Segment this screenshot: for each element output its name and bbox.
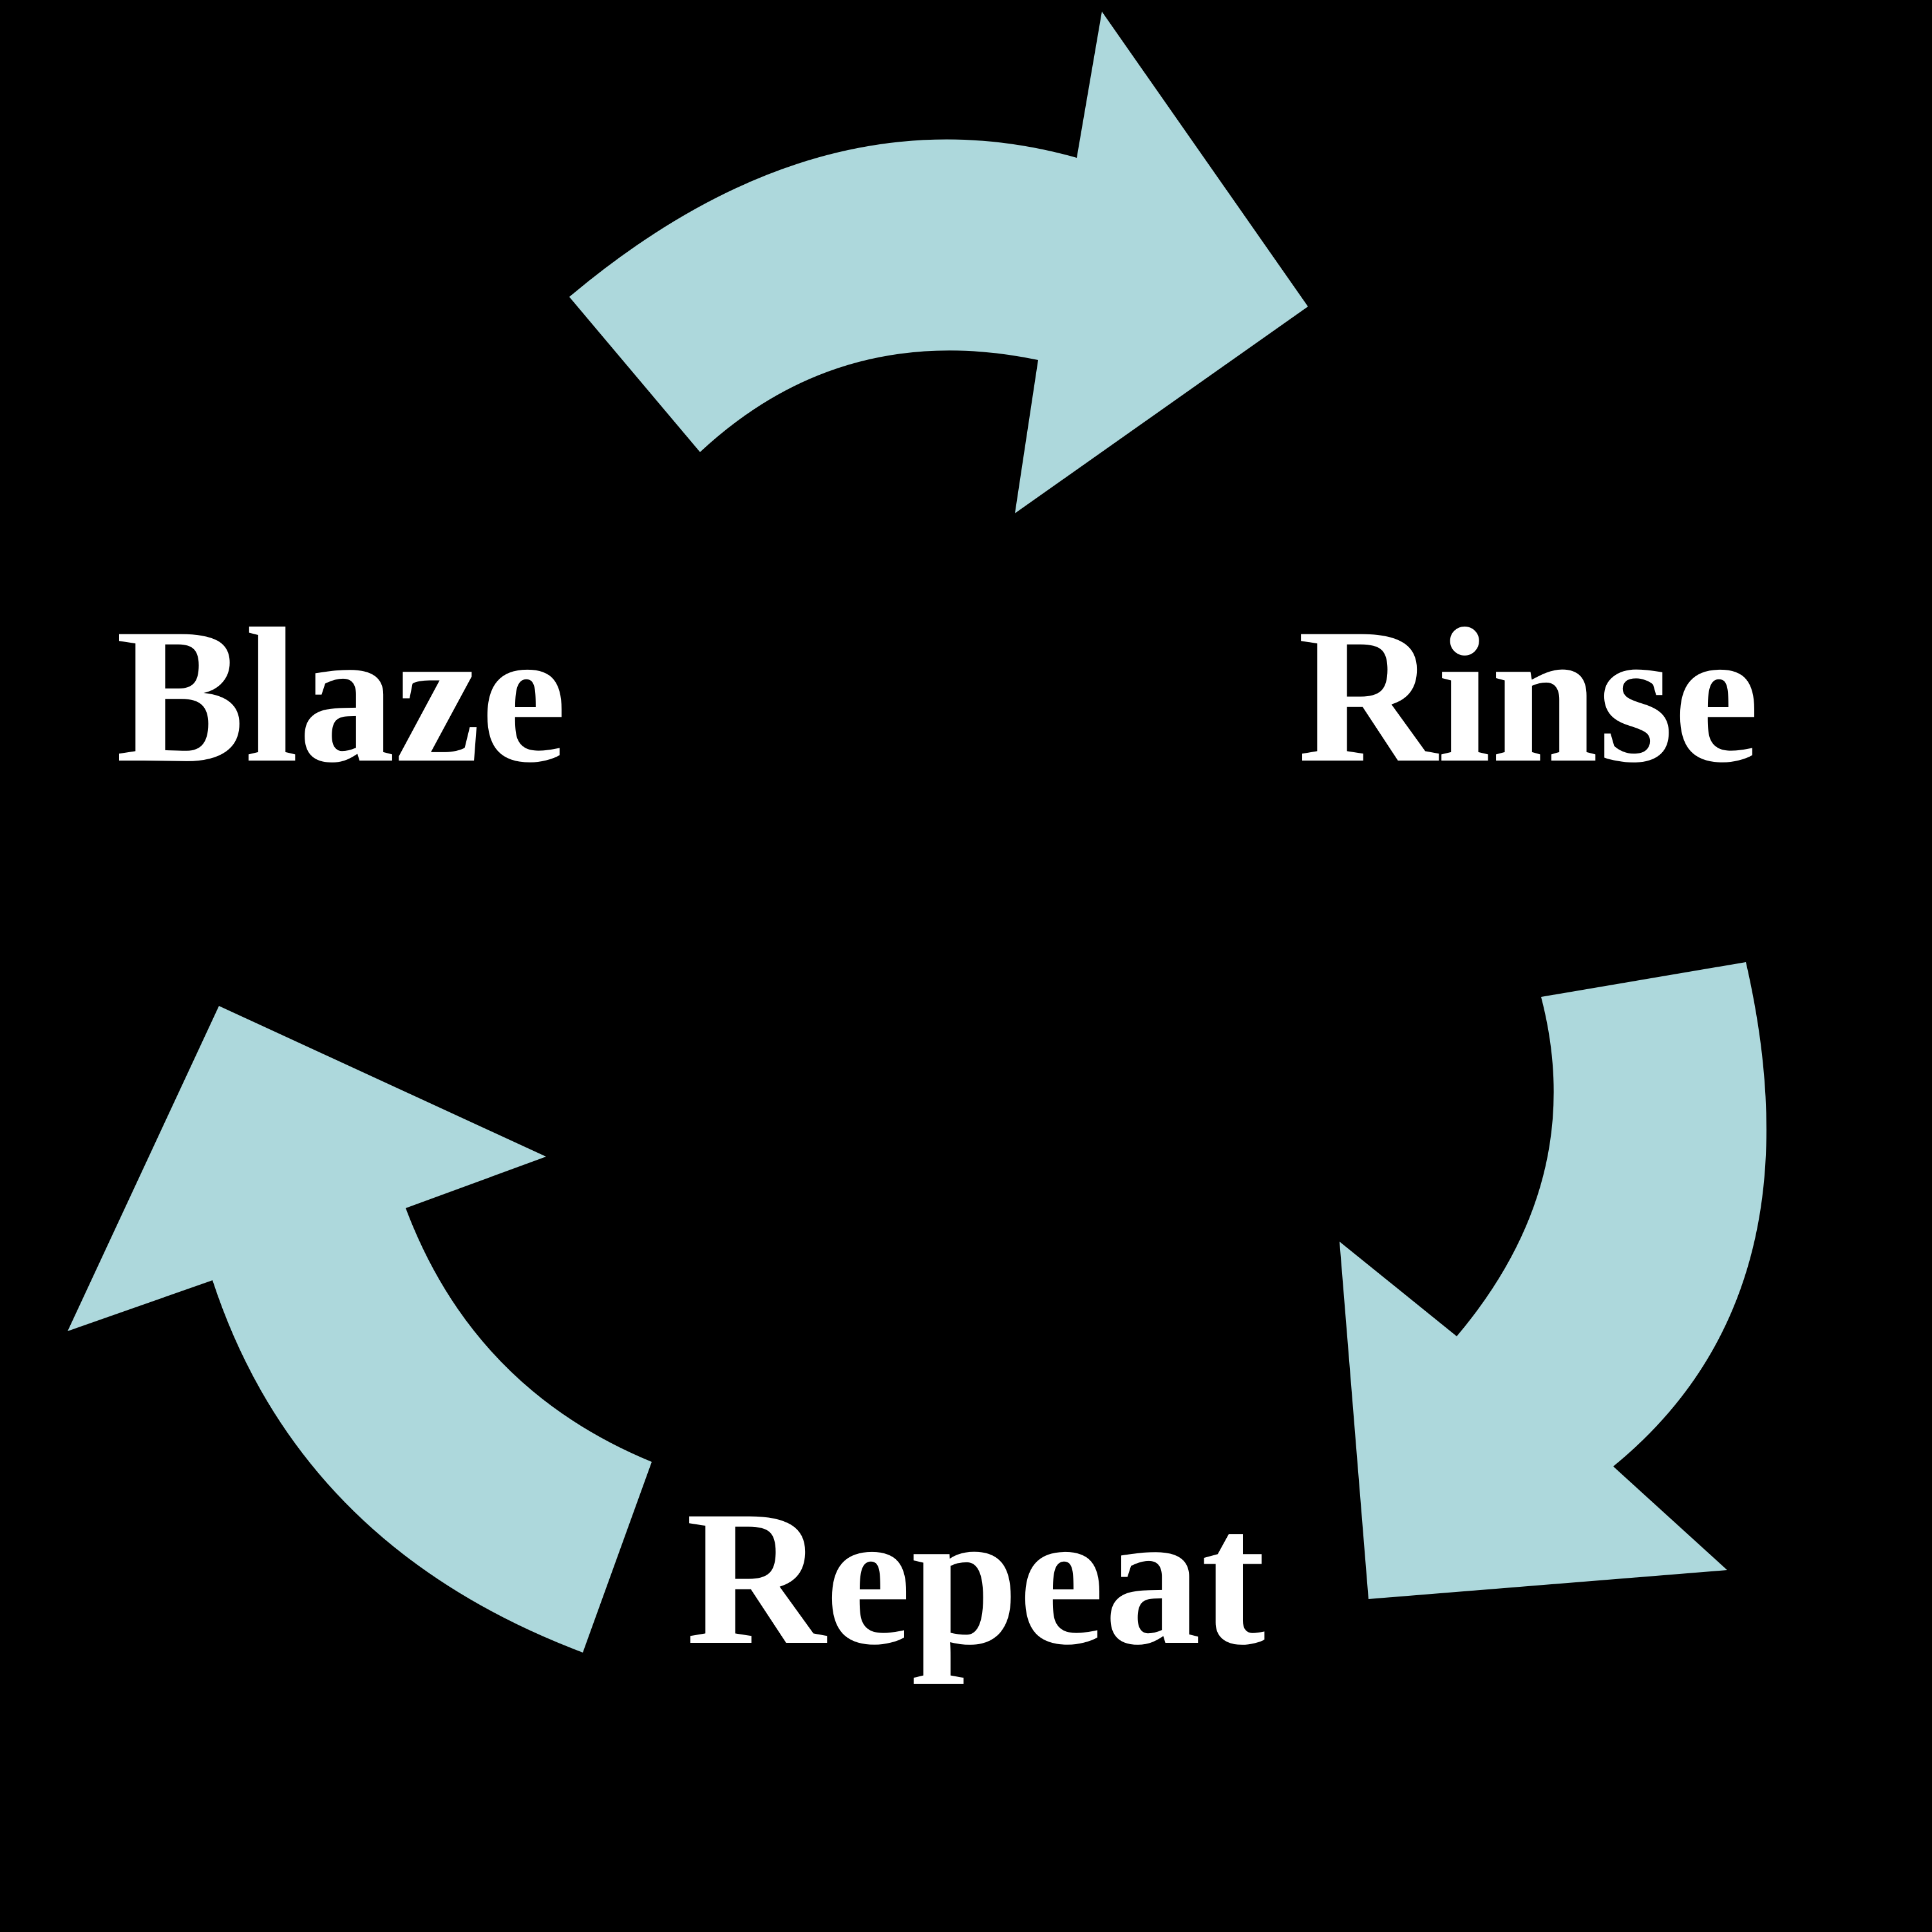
stage-label-blaze: Blaze — [116, 589, 567, 802]
stage-label-rinse: Rinse — [1298, 589, 1759, 802]
stage-label-repeat: Repeat — [686, 1471, 1265, 1685]
arrow-rinse-to-repeat-icon — [1340, 962, 1766, 1599]
arrow-repeat-to-blaze-icon — [68, 1006, 652, 1653]
arrow-blaze-to-rinse-icon — [569, 12, 1308, 513]
